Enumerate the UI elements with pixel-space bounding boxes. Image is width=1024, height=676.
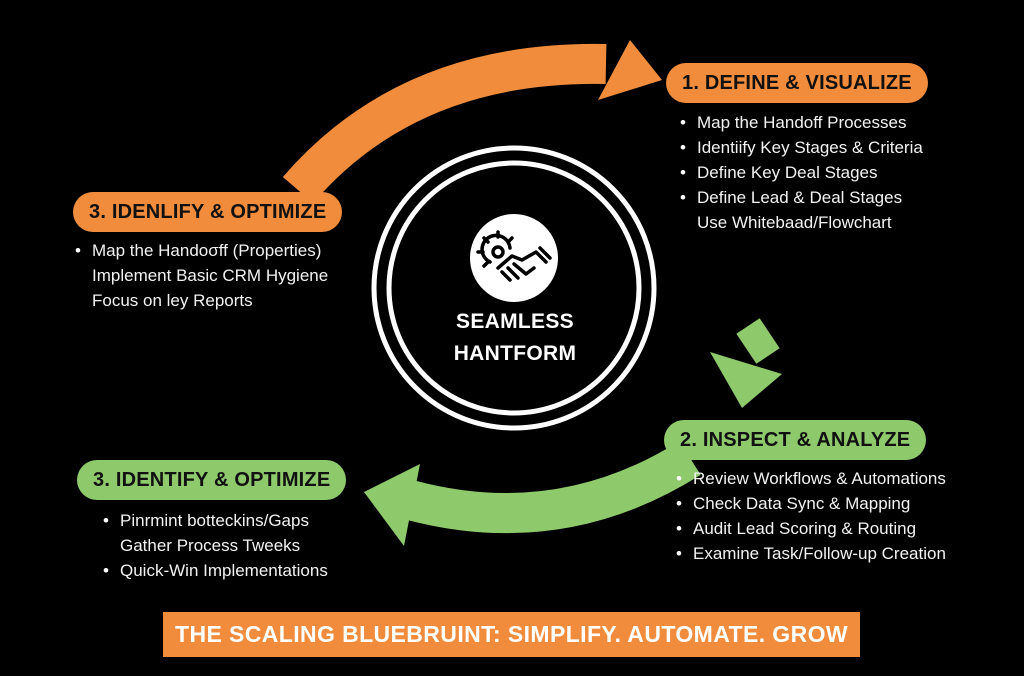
list-item: Define Lead & Deal Stages	[680, 185, 923, 210]
list-item: Check Data Sync & Mapping	[676, 491, 946, 516]
identify-optimize-orange-list: Map the Handoσff (Properties) Implement …	[75, 238, 328, 313]
list-item: Pinrmint botteckins/Gaps	[103, 508, 328, 533]
center-rings	[371, 145, 657, 431]
green-cycle-arrow	[364, 441, 701, 546]
inspect-analyze-pill: 2. INSPECT & ANALYZE	[664, 420, 927, 460]
gear-handshake-icon	[470, 214, 558, 302]
green-down-arrow	[710, 318, 782, 408]
list-item: Define Key Deal Stages	[680, 160, 923, 185]
list-item: Gather Process Tweeks	[120, 536, 301, 555]
list-item: Audit Lead Scoring & Routing	[676, 516, 946, 541]
list-item: Map the Handoff Processes	[680, 110, 923, 135]
define-visualize-pill: 1. DEFINE & VISUALIZE	[666, 63, 928, 103]
define-visualize-list: Map the Handoff Processes Identiify Key …	[680, 110, 923, 235]
center-title-line2: HANTFORM	[453, 342, 577, 365]
center-title: SEAMLESS HANTFORM	[400, 306, 630, 370]
tagline-banner: THE SCALING BLUEBRUINT: SIMPLIFY. AUTOMA…	[163, 612, 860, 657]
list-item: Use Whitebaad/Flowchart	[697, 213, 892, 232]
list-item: Identiify Key Stages & Criteria	[680, 135, 923, 160]
identify-optimize-green-pill: 3. IDENTIFY & OPTIMIZE	[77, 460, 347, 500]
orange-cycle-arrow	[282, 40, 662, 204]
inspect-analyze-list: Review Workflows & Automations Check Dat…	[676, 466, 946, 566]
list-item: Quick-Win Implementations	[103, 558, 328, 583]
identify-optimize-orange-pill: 3. IDENLIFY & OPTIMIZE	[73, 192, 343, 232]
identify-optimize-green-list: Pinrmint botteckins/Gaps Gather Process …	[103, 508, 328, 583]
list-item: Examine Task/Follow-up Creation	[676, 541, 946, 566]
list-item: Review Workflows & Automations	[676, 466, 946, 491]
list-item: Focus on ley Reports	[92, 291, 253, 310]
center-title-line1: SEAMLESS	[456, 310, 574, 333]
list-item: Implement Basic CRM Hygiene	[92, 266, 329, 285]
list-item: Map the Handoσff (Properties)	[75, 238, 328, 263]
